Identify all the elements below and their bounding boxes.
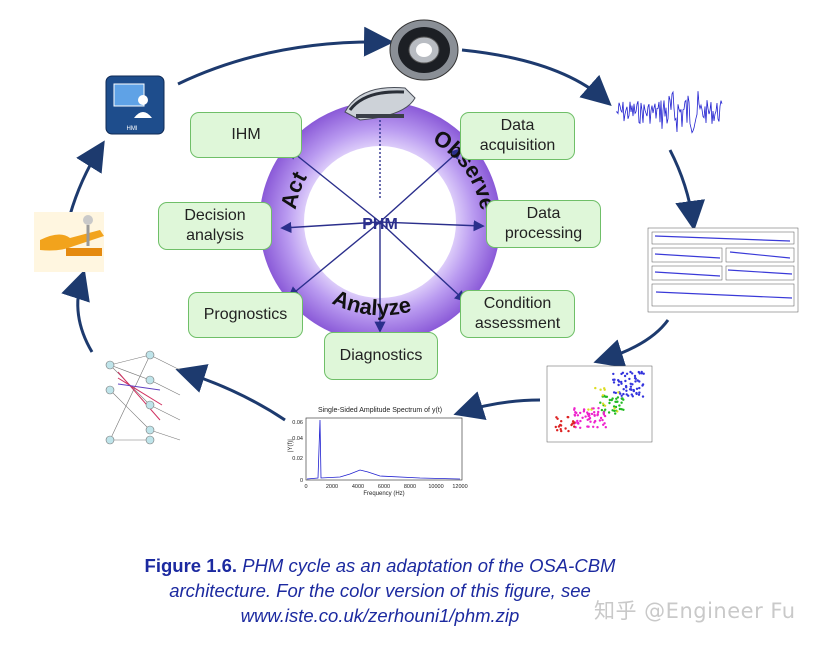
arrow-signal-to-processing: [668, 149, 706, 231]
spectrum-title: Single-Sided Amplitude Spectrum of y(t): [318, 407, 442, 414]
arrow-spectrum-to-network: [175, 364, 286, 422]
spectrum-ylabel: |Y(f)|: [288, 439, 294, 452]
caption-line-1: PHM cycle as an adaptation of the OSA-CB…: [242, 555, 616, 576]
arrow-bearing-to-signal: [461, 48, 612, 106]
box-prognostics: Prognostics: [188, 292, 303, 338]
center-label-phm: PHM: [362, 216, 398, 233]
bearing-icon: [389, 19, 459, 81]
spokes: [280, 120, 485, 333]
neural-network-icon: [105, 350, 181, 445]
box-condition-assessment: Condition assessment: [460, 290, 575, 338]
box-decision-analysis: Decision analysis: [158, 202, 272, 250]
spectrum-ytick-3: 0: [300, 478, 303, 484]
spectrum-xtick-5: 10000: [428, 484, 443, 490]
spectrum-xtick-6: 12000: [452, 484, 467, 490]
spectrum-xtick-1: 2000: [326, 484, 338, 490]
spectrum-xtick-4: 8000: [404, 484, 416, 490]
spectrum-ytick-2: 0.02: [292, 456, 303, 462]
box-data-acquisition: Data acquisition: [460, 112, 575, 160]
spectrum-xtick-3: 6000: [378, 484, 390, 490]
spectrum-xtick-2: 4000: [352, 484, 364, 490]
spectrum-ytick-1: 0.04: [292, 436, 303, 442]
watermark: 知乎 @Engineer Fu: [594, 599, 796, 623]
arrow-hmi-to-bearing: [177, 26, 394, 86]
arrow-hand-to-hmi: [68, 140, 105, 216]
actuator-hand-icon: [34, 212, 104, 272]
box-data-processing: Data processing: [486, 200, 601, 248]
caption-label: Figure 1.6.: [144, 555, 238, 576]
arrow-processing-to-scatter: [593, 319, 670, 369]
figure-caption: Figure 1.6. PHM cycle as an adaptation o…: [60, 553, 700, 628]
spectrum-xtick-0: 0: [304, 484, 307, 490]
train-icon: [344, 87, 416, 121]
spectrum-ytick-0: 0.06: [292, 420, 303, 426]
arrow-network-to-hand: [61, 269, 94, 353]
vibration-signal-thumbnail: [614, 80, 724, 145]
arrow-scatter-to-spectrum: [453, 391, 541, 420]
processing-plots-thumbnail: [647, 227, 799, 313]
spectrum-plot: Single-Sided Amplitude Spectrum of y(t) …: [288, 407, 468, 497]
svg-text:HMI: HMI: [127, 126, 138, 132]
hmi-icon: HMI: [105, 75, 165, 135]
outer-cycle-arrows: [61, 26, 706, 422]
box-diagnostics: Diagnostics: [324, 332, 438, 380]
scatter-thumbnail: [546, 365, 653, 443]
caption-line-3: www.iste.co.uk/zerhouni1/phm.zip: [240, 605, 520, 626]
caption-line-2: architecture. For the color version of t…: [169, 580, 591, 601]
box-ihm: IHM: [190, 112, 302, 158]
spectrum-xlabel: Frequency (Hz): [363, 491, 404, 497]
